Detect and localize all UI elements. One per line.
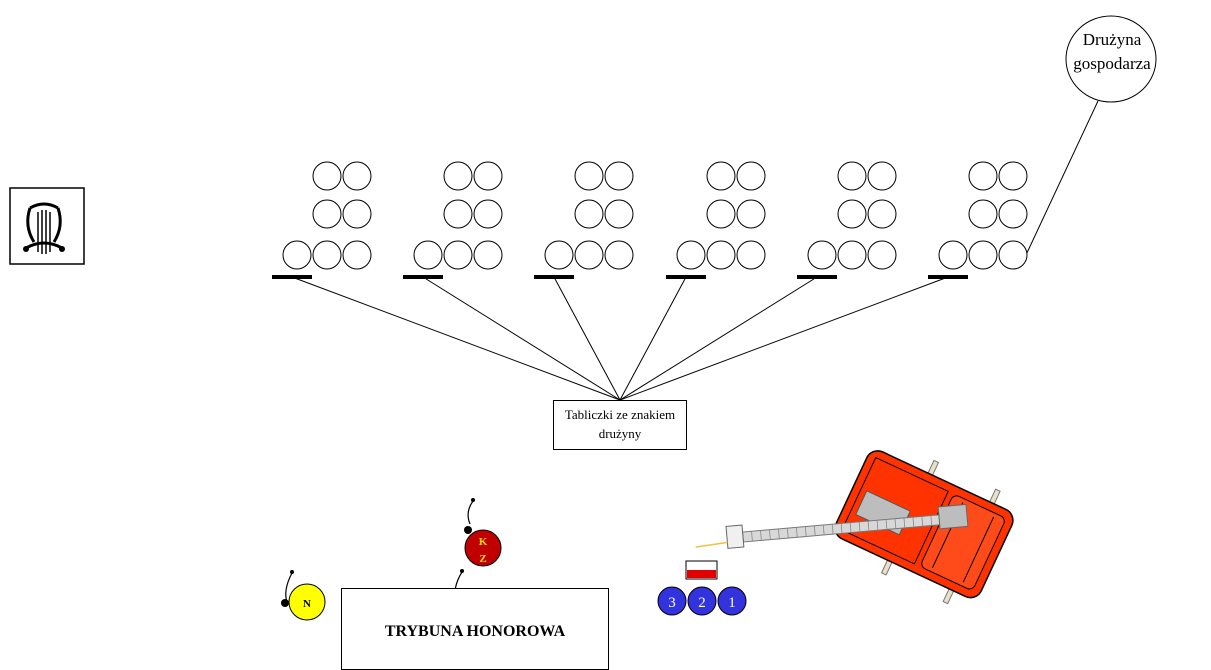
team-plates-box (553, 400, 687, 450)
squad-member (312, 240, 342, 270)
team-plates-label: Tabliczki ze znakiem drużyny (564, 407, 676, 441)
squad-member (443, 161, 473, 191)
squad-member (473, 161, 503, 191)
squad-member (998, 161, 1028, 191)
squad-member (413, 240, 443, 270)
crew-member-3 (657, 586, 687, 616)
judge-marker-letter: N (303, 598, 311, 610)
squad-member (342, 199, 372, 229)
squad-member (473, 240, 503, 270)
squad-member (807, 240, 837, 270)
crew-number-1: 1 (728, 595, 736, 611)
squad-member (867, 199, 897, 229)
honor-stand-box (341, 588, 609, 670)
squad-member (706, 161, 736, 191)
squad-member (312, 161, 342, 191)
squad-member (604, 199, 634, 229)
squad-member (968, 199, 998, 229)
squad-member (473, 199, 503, 229)
squad-member (837, 240, 867, 270)
squad-member (938, 240, 968, 270)
squad-3 (534, 161, 634, 279)
squad-member (342, 161, 372, 191)
squad-member (837, 199, 867, 229)
squad-member (443, 240, 473, 270)
squad-formations (272, 161, 1028, 279)
squad-1 (272, 161, 372, 279)
squad-member (676, 240, 706, 270)
squad-member (736, 161, 766, 191)
squad-member (736, 199, 766, 229)
squad-member (312, 199, 342, 229)
squad-member (604, 161, 634, 191)
squad-member (736, 240, 766, 270)
squad-member (342, 240, 372, 270)
squad-member (837, 161, 867, 191)
honor-stand-label: TRYBUNA HONOROWA (384, 623, 566, 640)
judge-marker (288, 583, 326, 621)
fire-truck-icon (834, 450, 1014, 605)
crew-number-3: 3 (668, 595, 676, 611)
squad-member (282, 240, 312, 270)
squad-member (867, 161, 897, 191)
squad-member (998, 199, 1028, 229)
squad-member (544, 240, 574, 270)
commander-marker-bottom-letter: Z (479, 553, 486, 565)
squad-member (706, 199, 736, 229)
squad-2 (403, 161, 503, 279)
squad-member (574, 199, 604, 229)
home-team-label: Drużyna gospodarza (1073, 30, 1151, 73)
squad-4 (666, 161, 766, 279)
flag-icon (685, 560, 718, 580)
squad-member (574, 240, 604, 270)
squad-member (604, 240, 634, 270)
crew-number-2: 2 (698, 595, 706, 611)
squad-member (574, 161, 604, 191)
squad-6 (928, 161, 1028, 279)
ladder (695, 503, 969, 549)
plate-leader-lines (291, 276, 949, 401)
squad-member (443, 199, 473, 229)
squad-member (867, 240, 897, 270)
lyre-icon (9, 187, 85, 265)
commander-marker (464, 529, 502, 567)
crew-member-2 (687, 586, 717, 616)
commander-marker-top-letter: K (479, 536, 488, 548)
crew-member-1 (717, 586, 747, 616)
squad-member (706, 240, 736, 270)
squad-member (968, 161, 998, 191)
squad-member (968, 240, 998, 270)
squad-member (998, 240, 1028, 270)
squad-5 (797, 161, 897, 279)
home-team-ellipse (1065, 15, 1157, 103)
home-team-pointer (1025, 100, 1099, 256)
